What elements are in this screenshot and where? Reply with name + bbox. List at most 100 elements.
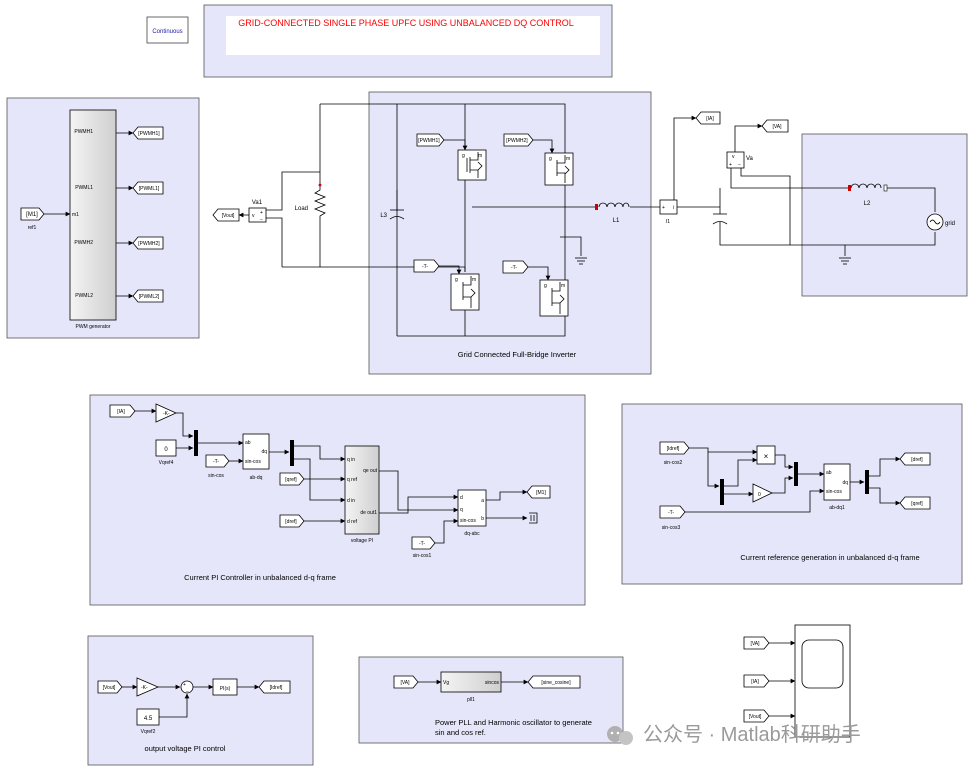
i1-current-sensor[interactable]: + i	[659, 199, 678, 215]
goto-pwmh1[interactable]: [PWMH1]	[132, 126, 164, 140]
from-dref-tag[interactable]: [dref]	[279, 514, 305, 528]
goto-pwmh2[interactable]: [PWMH2]	[132, 236, 164, 250]
svg-text:d ref: d ref	[347, 519, 358, 525]
svg-text:PI(s): PI(s)	[220, 686, 231, 692]
svg-text:PWMH2: PWMH2	[74, 240, 93, 246]
voltage-pi-block[interactable]: q in q ref d in d ref qe out de out1	[344, 445, 380, 535]
switch-lower-right[interactable]: g m	[539, 279, 569, 317]
sincos2-caption: sin-cos2	[664, 460, 683, 466]
l1-label: L1	[613, 218, 620, 224]
svg-text:[VA]: [VA]	[750, 641, 760, 647]
svg-text:q in: q in	[347, 457, 355, 463]
from-qref-tag[interactable]: [qref]	[279, 472, 305, 486]
gate-l2-tag[interactable]: -T-	[502, 260, 529, 274]
svg-text:[PWMH1]: [PWMH1]	[138, 131, 160, 137]
switch-upper-left[interactable]: g m	[457, 149, 487, 181]
va-voltage-sensor[interactable]: v + −	[726, 151, 745, 169]
svg-text:dq: dq	[842, 480, 848, 486]
from-vout-tag[interactable]: [Vout]	[97, 680, 123, 694]
current-pi-caption: Current PI Controller in unbalanced d-q …	[184, 573, 336, 582]
ab-dq1-block[interactable]: ab sin-cos dq	[823, 463, 851, 501]
va1-label: Va1	[252, 200, 263, 206]
m1-goto-tag[interactable]: [M1]	[526, 485, 551, 499]
ab-dq-block[interactable]: ab sin-cos dq	[242, 433, 270, 470]
svg-text:b: b	[481, 516, 484, 522]
goto-qref-tag[interactable]: [qref]	[899, 496, 931, 510]
mux-2[interactable]	[720, 479, 724, 505]
gain-k-block-2[interactable]: -K-	[136, 677, 160, 697]
mux-1[interactable]	[194, 430, 198, 456]
gain-k-block[interactable]: -K-	[155, 403, 177, 423]
const-zero-block[interactable]: 0	[155, 439, 177, 457]
svg-text:[IA]: [IA]	[751, 679, 759, 685]
sincos1-caption: sin-cos1	[413, 553, 432, 559]
product-block[interactable]: ×	[756, 445, 776, 465]
svg-text:[M1]: [M1]	[26, 212, 38, 218]
scope-block[interactable]	[794, 624, 851, 738]
gain-zero-block[interactable]: 0	[752, 483, 773, 503]
sincos1-from-tag[interactable]: -T-	[411, 536, 436, 550]
svg-text:sin-cos: sin-cos	[826, 489, 842, 495]
svg-text:m: m	[472, 277, 476, 283]
goto-idref-tag[interactable]: [Idref]	[258, 680, 291, 694]
const-45-block[interactable]: 4.5	[136, 708, 160, 726]
ref1-goto-tag[interactable]: [M1]	[20, 207, 45, 221]
solver-block[interactable]: Continuous	[146, 16, 189, 44]
svg-text:−: −	[260, 217, 263, 223]
ia-goto-tag[interactable]: [IA]	[695, 111, 721, 125]
va1-voltage-sensor[interactable]: v + −	[248, 207, 267, 223]
gate-l1-tag[interactable]: -T-	[413, 259, 440, 273]
goto-pwml1[interactable]: [PWML1]	[132, 181, 164, 195]
dq-abc-caption: dq-abc	[464, 531, 480, 537]
switch-upper-right[interactable]: g m	[544, 152, 574, 186]
pi-controller-block[interactable]: PI(s)	[212, 678, 238, 696]
terminator-block[interactable]	[529, 512, 538, 524]
goto-sine-cosine-tag[interactable]: [sine_cosine]	[527, 675, 581, 689]
svg-text:-T-: -T-	[419, 541, 425, 547]
gate-pwmh1-tag[interactable]: [PWMH1]	[416, 133, 445, 147]
gate-pwmh2-tag[interactable]: [PWMH2]	[503, 133, 534, 147]
inductor-l1[interactable]	[595, 202, 630, 210]
scope-from-vout[interactable]: [Vout]	[743, 709, 770, 723]
voltage-pi-area: output voltage PI control [Vout] -K- + −…	[87, 635, 314, 766]
grid-area: + i I1 [IA] v + − Va [VA] L	[659, 111, 968, 297]
scope-from-ia[interactable]: [IA]	[743, 674, 770, 688]
svg-text:[Vout]: [Vout]	[103, 685, 116, 691]
l3-label: L3	[380, 213, 387, 219]
demux-2[interactable]	[865, 470, 869, 494]
from-va-tag[interactable]: [VA]	[393, 675, 419, 689]
demux-1[interactable]	[290, 440, 294, 466]
va-goto-tag[interactable]: [VA]	[761, 119, 789, 133]
svg-text:[IA]: [IA]	[706, 116, 714, 122]
sincos-from-tag[interactable]: -T-	[205, 454, 230, 468]
svg-text:[Idref]: [Idref]	[270, 685, 283, 691]
scope-from-va[interactable]: [VA]	[743, 636, 770, 650]
from-sincos3-tag[interactable]: -T-	[659, 505, 686, 519]
dc-capacitor-l3[interactable]	[389, 190, 405, 220]
svg-text:de out1: de out1	[360, 510, 377, 516]
pll-block[interactable]: Vg sincos	[440, 671, 502, 693]
goto-dref-tag[interactable]: [dref]	[899, 452, 931, 466]
filter-capacitor[interactable]	[712, 207, 728, 230]
svg-text:g: g	[462, 153, 465, 159]
ref1-caption: ref1	[28, 225, 37, 231]
from-ia-tag[interactable]: [IA]	[109, 404, 136, 418]
vout-goto-tag[interactable]: [Vout]	[212, 208, 240, 222]
title-area: GRID-CONNECTED SINGLE PHASE UPFC USING U…	[203, 4, 613, 78]
svg-text:-T-: -T-	[213, 459, 219, 465]
pwm-generator-block[interactable]: m1 PWMH1 PWML1 PWMH2 PWML2	[69, 109, 117, 321]
from-idref-tag[interactable]: [Idref]	[659, 441, 690, 455]
pll-caption: pll1	[467, 697, 475, 703]
mux-3[interactable]	[794, 462, 798, 486]
grid-label: grid	[945, 221, 955, 227]
svg-text:−: −	[186, 689, 189, 695]
goto-pwml2[interactable]: [PWML2]	[132, 289, 164, 303]
i1-label: I1	[666, 219, 670, 225]
switch-lower-left[interactable]: g m	[450, 273, 480, 311]
pll-area: Power PLL and Harmonic oscillator to gen…	[358, 656, 624, 744]
load-resistor[interactable]	[313, 180, 327, 228]
svg-text:q ref: q ref	[347, 477, 358, 483]
grid-ac-source[interactable]	[926, 213, 944, 231]
sincos3-caption: sin-cos3	[662, 525, 681, 531]
dq-abc-block[interactable]: d q sin-cos a b	[457, 489, 487, 527]
